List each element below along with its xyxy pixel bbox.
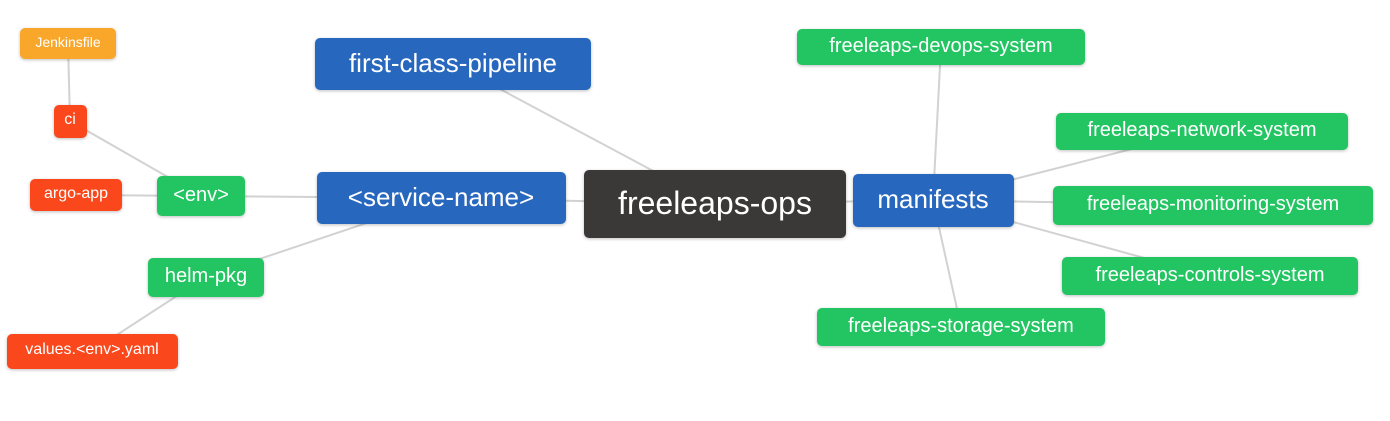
- node-freeleaps-network-system[interactable]: freeleaps-network-system: [1056, 112, 1348, 150]
- node-label: ci: [64, 111, 76, 128]
- node-label: freeleaps-network-system: [1087, 119, 1317, 141]
- node-freeleaps-controls-system[interactable]: freeleaps-controls-system: [1062, 257, 1358, 295]
- node-values-env-yaml[interactable]: values.<env>.yaml: [6, 333, 178, 369]
- node-label: <service-name>: [347, 182, 535, 212]
- node-helm-pkg[interactable]: helm-pkg: [148, 257, 264, 297]
- node-freeleaps-ops[interactable]: freeleaps-ops: [584, 170, 846, 238]
- node-label: first-class-pipeline: [348, 48, 558, 78]
- node-freeleaps-devops-system[interactable]: freeleaps-devops-system: [797, 29, 1085, 65]
- node-label: values.<env>.yaml: [25, 341, 159, 358]
- node-service-name[interactable]: <service-name>: [316, 172, 566, 224]
- node-label: Jenkinsfile: [35, 34, 101, 50]
- node-label: freeleaps-devops-system: [829, 35, 1053, 57]
- node-ci[interactable]: ci: [53, 104, 87, 138]
- node-label: <env>: [173, 184, 229, 206]
- node-label: freeleaps-ops: [618, 185, 812, 221]
- node-label: freeleaps-monitoring-system: [1086, 193, 1340, 215]
- node-first-class-pipeline[interactable]: first-class-pipeline: [315, 38, 591, 90]
- node-env[interactable]: <env>: [157, 176, 245, 216]
- node-freeleaps-storage-system[interactable]: freeleaps-storage-system: [817, 308, 1105, 346]
- node-label: freeleaps-controls-system: [1095, 264, 1325, 286]
- node-manifests[interactable]: manifests: [852, 173, 1014, 227]
- node-freeleaps-monitoring-system[interactable]: freeleaps-monitoring-system: [1053, 185, 1373, 225]
- node-label: manifests: [877, 184, 989, 214]
- node-label: helm-pkg: [164, 265, 248, 287]
- node-argo-app[interactable]: argo-app: [30, 179, 122, 211]
- node-label: freeleaps-storage-system: [848, 315, 1074, 337]
- node-label: argo-app: [43, 185, 109, 202]
- node-jenkinsfile[interactable]: Jenkinsfile: [20, 27, 116, 59]
